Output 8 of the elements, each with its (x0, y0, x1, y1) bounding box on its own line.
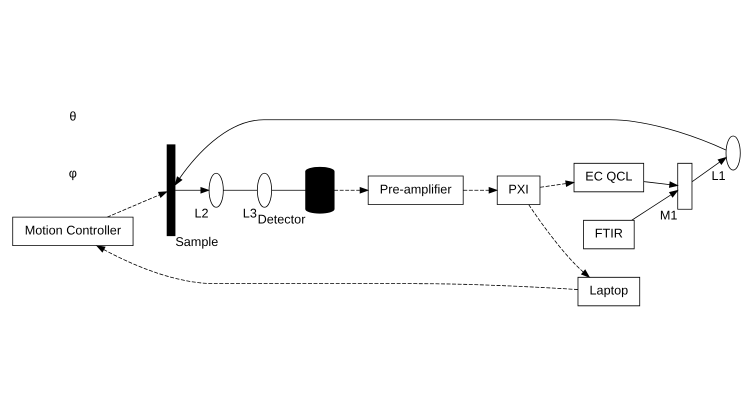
node-label: L2 (194, 206, 209, 220)
node-label: L1 (711, 168, 726, 183)
node-label: M1 (660, 208, 678, 222)
label: φ (68, 166, 78, 180)
node-label: L3 (242, 206, 257, 220)
node-label: Detector (258, 212, 306, 226)
node-label: Sample (175, 234, 218, 248)
label: θ (69, 108, 76, 123)
